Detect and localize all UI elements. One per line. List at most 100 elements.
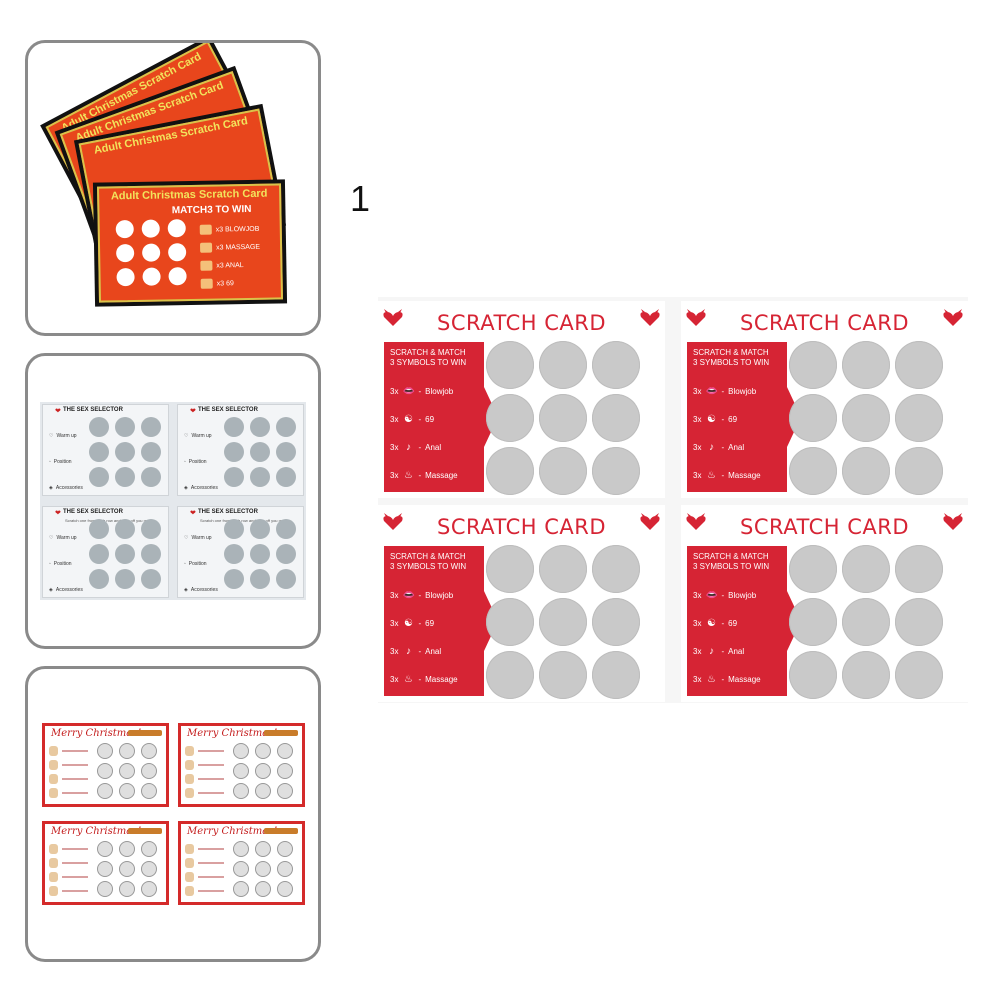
symbol-row: 3x☯-69 [390,414,435,425]
sleigh-icon [200,278,213,289]
snowman-icon [185,760,194,770]
symbol-row: 3x♪-Anal [693,646,745,657]
yin-yang-icon: ☯ [706,618,716,629]
merry-christmas-card: Merry Christmas! [178,723,305,807]
reindeer-icon [49,788,58,798]
scratch-grid [89,417,161,487]
reindeer-icon [185,886,194,896]
scratch-grid [224,519,296,589]
heart-outline-icon: ♡ [49,433,54,439]
heart-outline-icon: ♡ [49,535,54,541]
peach-icon: ♪ [405,646,411,657]
snowman-icon [185,858,194,868]
scratch-grid [89,519,161,589]
scratch-grid [789,341,943,495]
scratch-dot-grid [115,219,187,287]
scratch-grid [789,545,943,699]
peach-icon: ♪ [405,442,411,453]
stocking-icon [49,872,58,882]
thumbnail-sex-selector-cards[interactable]: ❤ THE SEX SELECTOR ♡Warm up ◦Position ◈A… [25,353,321,649]
stocking-icon [185,872,194,882]
peach-icon: ♪ [708,646,714,657]
scratch-grid [486,341,640,495]
position-icon: ◦ [184,561,186,567]
match-label: MATCH3 TO WIN [171,203,252,217]
sleigh-icon [128,828,162,834]
sex-selector-card: ❤ THE SEX SELECTOR Scratch one from each… [42,506,169,598]
symbol-row: 3x☯-69 [390,618,435,629]
lotion-bottle-icon: ♨ [706,470,716,481]
symbol-row: 3x👄-Blowjob [390,386,454,397]
gingerbread-icon [185,746,194,756]
symbol-row: 3x♨-Massage [693,674,761,685]
snowman-icon [49,858,58,868]
devil-heart-icon [686,309,706,326]
lotion-bottle-icon: ♨ [706,674,716,685]
heart-icon: ❤ [190,408,196,415]
lips-icon: 👄 [402,590,415,601]
yin-yang-icon: ☯ [403,414,413,425]
merry-christmas-card: Merry Christmas! [42,821,169,905]
lotion-bottle-icon: ♨ [403,470,413,481]
thumbnail-christmas-orange-cards[interactable]: Adult Christmas Scratch Card Adult Chris… [25,40,321,336]
sleigh-icon [264,730,298,736]
sex-selector-card: ❤ THE SEX SELECTOR ♡Warm up ◦Position ◈A… [177,404,304,496]
ornament-icon [199,224,212,235]
merry-christmas-card: Merry Christmas! [178,821,305,905]
orange-card-front: Adult Christmas Scratch Card MATCH3 TO W… [92,179,288,307]
gingerbread-icon [49,844,58,854]
peach-icon: ♪ [708,442,714,453]
yin-yang-icon: ☯ [706,414,716,425]
card-title: SCRATCH CARD [740,311,909,335]
accessory-icon: ◈ [184,587,188,593]
symbol-row: 3x♪-Anal [693,442,745,453]
snowman-icon [49,760,58,770]
devil-heart-icon [640,309,660,326]
scratch-grid [486,545,640,699]
accessory-icon: ◈ [49,485,53,491]
accessory-icon: ◈ [49,587,53,593]
scratch-grid [97,743,157,799]
lips-icon: 👄 [705,386,718,397]
stocking-icon [49,774,58,784]
scratch-grid [97,841,157,897]
thumbnail-merry-christmas-cards[interactable]: Merry Christmas! Merry Christmas! Merry … [25,666,321,962]
lotion-bottle-icon: ♨ [403,674,413,685]
symbol-row: 3x👄-Blowjob [693,590,757,601]
devil-heart-icon [383,513,403,530]
devil-heart-icon [640,513,660,530]
scratch-grid [233,841,293,897]
position-icon: ◦ [49,561,51,567]
merry-christmas-card: Merry Christmas! [42,723,169,807]
sex-selector-card: ❤ THE SEX SELECTOR Scratch one from each… [177,506,304,598]
symbol-row: 3x👄-Blowjob [390,590,454,601]
heart-icon: ❤ [190,510,196,517]
bell-icon [200,260,213,271]
card-title: Adult Christmas Scratch Card [110,187,268,203]
symbol-row: 3x♪-Anal [390,442,442,453]
devil-heart-icon [686,513,706,530]
symbol-row: 3x👄-Blowjob [693,386,757,397]
symbol-row: 3x♨-Massage [390,470,458,481]
position-icon: ◦ [49,459,51,465]
stocking-icon [185,774,194,784]
gingerbread-icon [49,746,58,756]
scratch-grid [224,417,296,487]
image-counter: 1 [350,178,371,219]
symbol-row: 3x♨-Massage [693,470,761,481]
position-icon: ◦ [184,459,186,465]
heart-icon: ❤ [55,408,61,415]
sex-selector-sheet: ❤ THE SEX SELECTOR ♡Warm up ◦Position ◈A… [40,402,306,600]
reindeer-icon [49,886,58,896]
devil-heart-icon [943,309,963,326]
yin-yang-icon: ☯ [403,618,413,629]
accessory-icon: ◈ [184,485,188,491]
devil-heart-icon [943,513,963,530]
